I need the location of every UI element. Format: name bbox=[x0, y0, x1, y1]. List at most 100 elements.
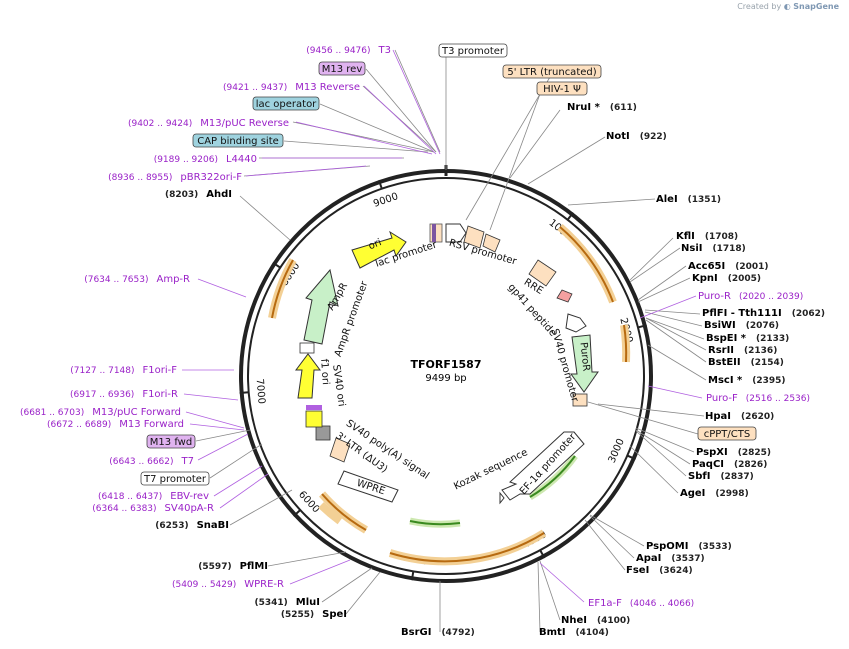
feature-box-bg bbox=[192, 133, 284, 148]
primer-label-ef1a-f: EF1a-F (4046 .. 4066) bbox=[588, 598, 694, 609]
enzyme-label-rsrii: RsrII(2136) bbox=[708, 345, 777, 356]
enzyme-position: (3533) bbox=[698, 542, 731, 552]
orf-arc-3-line bbox=[389, 532, 545, 563]
primer-name: WPRE-R bbox=[244, 579, 284, 590]
enzyme-position: (8203) bbox=[165, 190, 198, 200]
enzyme-position: (4100) bbox=[597, 616, 630, 626]
enzyme-position: (2136) bbox=[744, 346, 777, 356]
primer-leader-m13pucf bbox=[185, 411, 245, 429]
enzyme-label-msci: MscI *(2395) bbox=[708, 375, 786, 386]
primer-position: (6681 .. 6703) bbox=[20, 408, 84, 418]
primer-position: (6917 .. 6936) bbox=[70, 390, 134, 400]
primer-leader-ampr bbox=[197, 278, 247, 298]
leader-paqci bbox=[635, 429, 691, 465]
green-arc-1-line bbox=[409, 520, 461, 526]
orf-arc-1-line bbox=[559, 226, 614, 303]
credit-label: Created by ◐ SnapGene bbox=[737, 2, 839, 11]
leader-apai bbox=[589, 515, 635, 559]
orf-arc-1 bbox=[557, 223, 617, 304]
feature-block-striped bbox=[432, 224, 436, 242]
primer-position: (2020 .. 2039) bbox=[739, 292, 803, 302]
orf-arc-4-line bbox=[321, 493, 367, 531]
primer-position: (4046 .. 4066) bbox=[630, 599, 694, 609]
enzyme-label-acc65i: Acc65I(2001) bbox=[688, 261, 769, 272]
feature-box-bg bbox=[252, 96, 320, 111]
primer-label-m13-puc-reverse: (9402 .. 9424)M13/pUC Reverse bbox=[128, 118, 289, 129]
primer-leaders bbox=[182, 49, 703, 603]
leader-nsii bbox=[629, 247, 681, 283]
leader-nrui bbox=[509, 109, 561, 179]
leader-hiv bbox=[489, 93, 541, 231]
f1-ori-arrow bbox=[295, 353, 321, 399]
leader-kpni bbox=[637, 277, 691, 303]
primer-leader-puror bbox=[639, 295, 697, 319]
tick-mark-4000 bbox=[539, 549, 546, 559]
enzyme-name: ApaI bbox=[636, 553, 661, 564]
leader-pspomi bbox=[589, 514, 645, 547]
feature-ltr-box bbox=[463, 225, 485, 249]
feature-box-bg bbox=[536, 81, 588, 96]
enzyme-name: PflMI bbox=[240, 561, 268, 572]
primer-label-puro-f: Puro-F(2516 .. 2536) bbox=[706, 393, 810, 404]
feature-box-text: 5' LTR (truncated) bbox=[507, 67, 596, 78]
tick-mark-8000 bbox=[272, 261, 281, 269]
enzyme-position: (611) bbox=[610, 103, 637, 113]
feature-box-cppt-cts: cPPT/CTS bbox=[697, 426, 757, 441]
leader-bspei bbox=[645, 317, 705, 340]
primer-position: (9456 .. 9476) bbox=[306, 46, 370, 56]
enzyme-label-apai: ApaI(3537) bbox=[636, 553, 705, 564]
enzyme-name: KpnI bbox=[692, 273, 718, 284]
leader-m13rev bbox=[365, 68, 437, 153]
primer-site-purple bbox=[306, 405, 322, 410]
ampr-arrow bbox=[303, 268, 339, 345]
primer-position: (6418 .. 6437) bbox=[98, 492, 162, 502]
leader-cap bbox=[283, 140, 429, 153]
enzyme-name: PspXI bbox=[696, 447, 728, 458]
enzyme-name: SpeI bbox=[322, 609, 347, 620]
enzyme-name: MluI bbox=[296, 597, 320, 608]
enzyme-position: (2154) bbox=[751, 358, 784, 368]
primer-name: L4440 bbox=[226, 154, 257, 165]
feature-gp41-box bbox=[556, 289, 573, 303]
feature-box-text: cPPT/CTS bbox=[704, 429, 750, 440]
enzyme-name: NsiI bbox=[681, 243, 702, 254]
sv40-promoter-arrow bbox=[565, 313, 587, 333]
primer-leader-m13puc bbox=[295, 121, 433, 155]
tick-mark-6000 bbox=[292, 509, 301, 517]
primer-leader-purof bbox=[647, 385, 703, 399]
feature-box-cap-binding-site: CAP binding site bbox=[192, 133, 284, 148]
orf-arc-6-line bbox=[271, 259, 294, 319]
orf-arc-5 bbox=[318, 502, 343, 525]
enzyme-label-agei: AgeI(2998) bbox=[680, 488, 749, 499]
puror-arrow bbox=[570, 334, 599, 393]
primer-position: (9421 .. 9437) bbox=[223, 83, 287, 93]
enzyme-position: (2837) bbox=[720, 472, 753, 482]
primer-name: T3 bbox=[378, 45, 391, 56]
primer-position: (9402 .. 9424) bbox=[128, 119, 192, 129]
feature-box-bg bbox=[140, 471, 210, 486]
primer-label-t3: (9456 .. 9476) T3 bbox=[306, 45, 391, 56]
enzyme-name: BstEII bbox=[708, 357, 741, 368]
feature-box-bg bbox=[146, 434, 196, 449]
feature-box-text: M13 rev bbox=[322, 64, 363, 75]
leader-noti bbox=[527, 136, 606, 185]
primer-position: (6672 .. 6689) bbox=[47, 420, 111, 430]
primer-name: pBR322ori-F bbox=[180, 172, 242, 183]
feature-rre-box bbox=[528, 259, 557, 287]
tick-mark-1000 bbox=[566, 212, 574, 221]
tick-mark-3000 bbox=[626, 454, 636, 461]
primer-name: EBV-rev bbox=[170, 491, 209, 502]
primer-leader-pbr bbox=[245, 165, 367, 177]
sv40-polya-box bbox=[315, 425, 331, 441]
primer-leader-t7 bbox=[197, 433, 249, 461]
tick-mark-9000 bbox=[377, 179, 383, 190]
primer-name: M13 Reverse bbox=[295, 82, 360, 93]
enzyme-name: AleI bbox=[656, 194, 678, 205]
primer-label-ebv-rev: (6418 .. 6437) EBV-rev bbox=[98, 491, 209, 502]
enzyme-name: BspEI * bbox=[706, 333, 747, 344]
primer-name: EF1a-F bbox=[588, 598, 622, 609]
enzyme-position: (2825) bbox=[738, 448, 771, 458]
enzyme-position: (3624) bbox=[659, 566, 692, 576]
leader-rsrii bbox=[645, 317, 707, 351]
